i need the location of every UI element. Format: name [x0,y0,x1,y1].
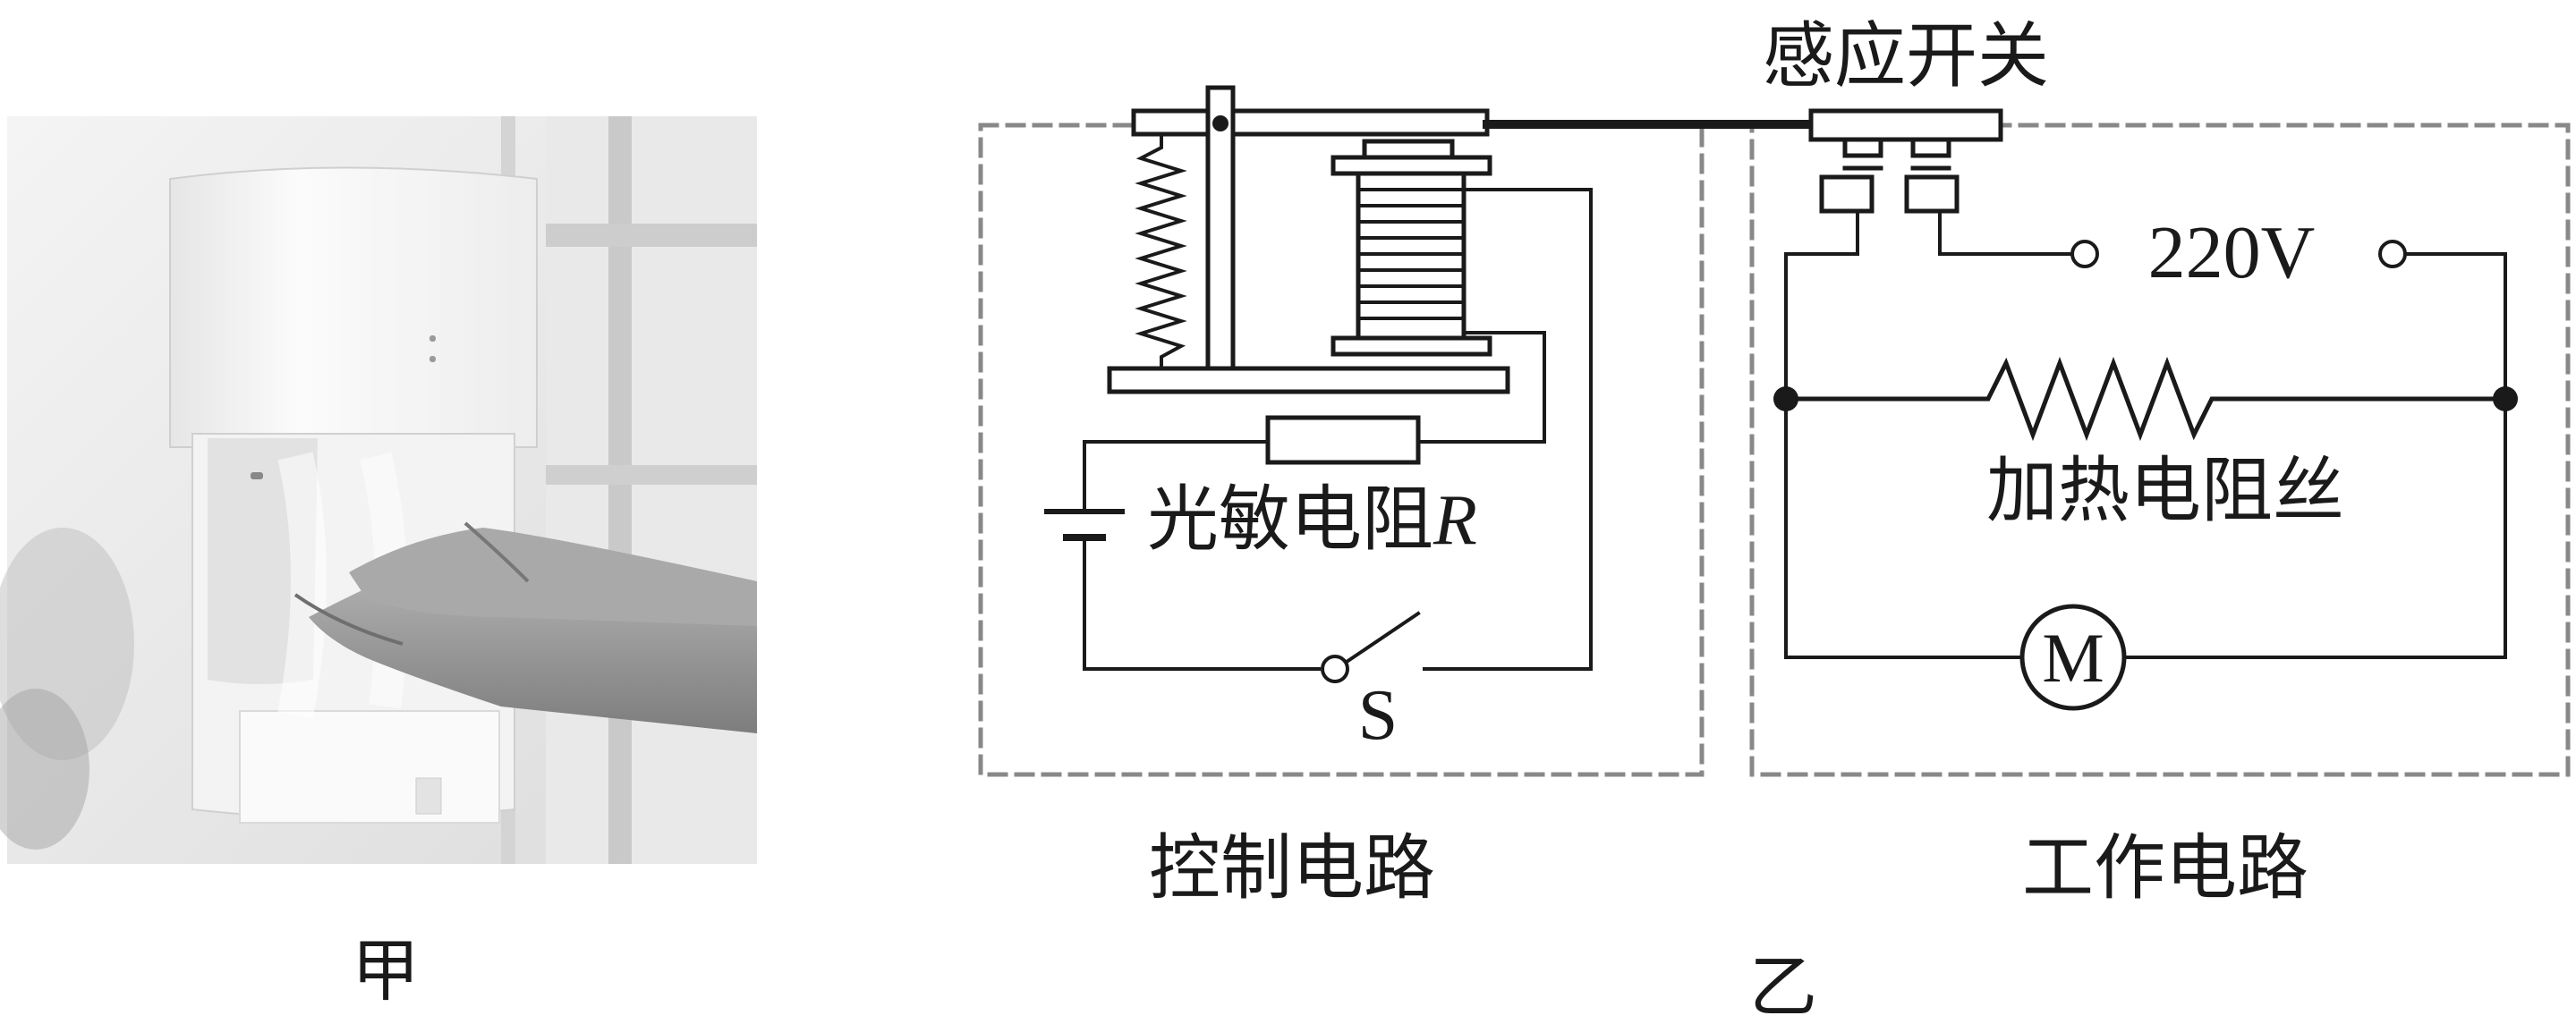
photoresistor [1265,415,1421,465]
heating-resistor [1783,356,2508,442]
junction-left [1773,386,1798,411]
photoresistor-label-text: 光敏电阻 [1147,478,1433,561]
junction-right [2493,386,2518,411]
heater-label: 加热电阻丝 [1986,449,2344,532]
voltage-label: 220V [2148,211,2316,294]
switch-label: S [1358,676,1399,755]
photo-caption: 甲 [352,931,420,1011]
motor [2019,604,2127,711]
hand-dryer-photo [0,116,757,864]
sensor-switch [1808,108,2003,214]
terminal-right [2378,240,2407,268]
photoresistor-label: 光敏电阻R [1147,478,1477,561]
work-circuit-box [1749,123,2571,777]
motor-label: M [2042,619,2104,697]
photoresistor-symbol: R [1433,481,1477,560]
control-circuit-label: 控制电路 [1149,826,1435,910]
electromagnetic-relay [1107,85,1815,671]
terminal-left [2070,240,2099,268]
battery [1044,509,1125,541]
work-circuit-label: 工作电路 [2022,826,2308,910]
sensor-switch-label: 感应开关 [1763,14,2049,97]
electromagnet-coil [1356,188,1466,320]
switch-s [1321,611,1421,683]
spring [1135,132,1187,376]
circuit-diagram [978,85,2571,777]
diagram-caption: 乙 [1749,947,1817,1024]
